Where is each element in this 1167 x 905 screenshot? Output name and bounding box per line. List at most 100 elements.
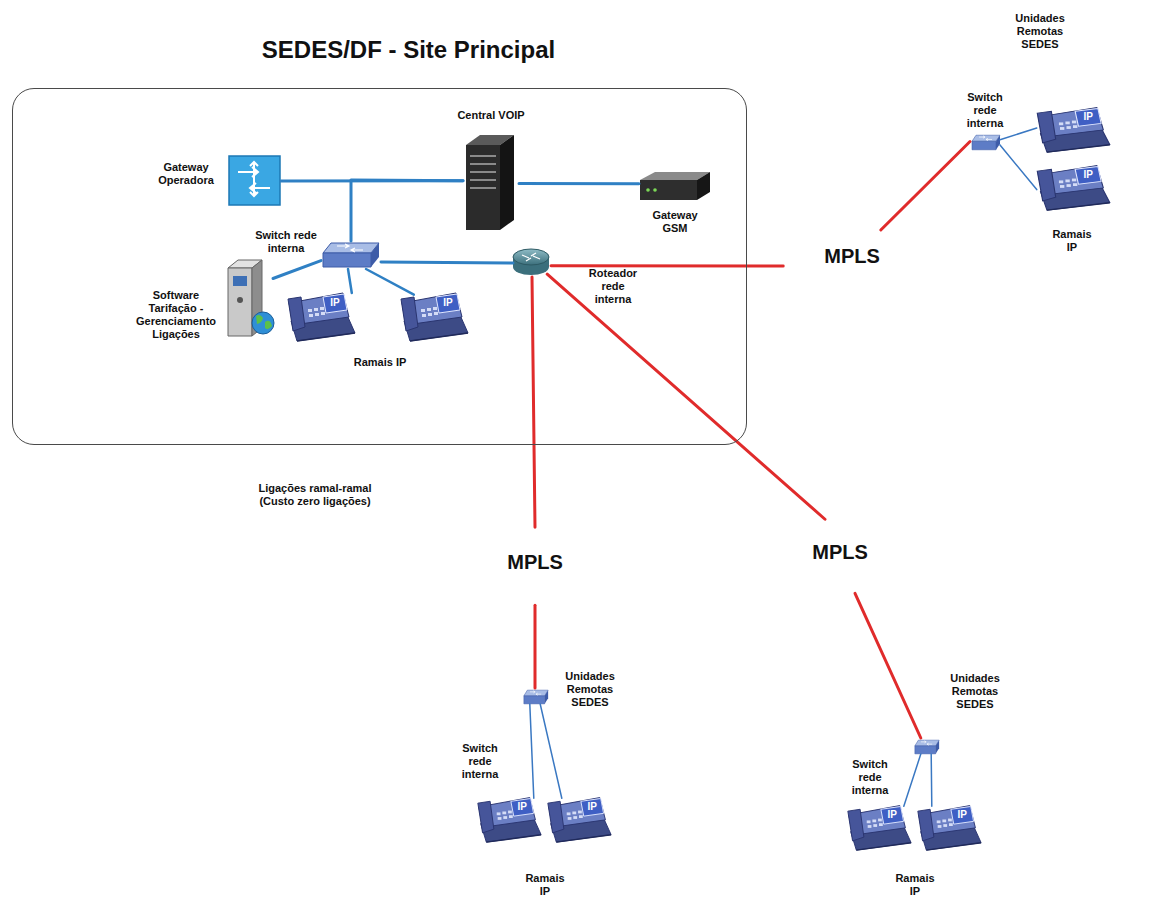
lan-link <box>348 269 414 295</box>
device-label: Roteador rede interna <box>583 267 643 306</box>
remote-unit: Switch rede internaRamais IPUnidades Rem… <box>800 745 1040 880</box>
switch-icon <box>524 690 548 704</box>
lan-link <box>519 182 639 185</box>
ip-phone-icon <box>548 798 611 843</box>
wan-link <box>547 274 825 519</box>
gateway-icon <box>229 156 280 205</box>
lan-link <box>530 704 562 798</box>
software-server-icon <box>228 260 274 336</box>
icon-part <box>500 135 514 230</box>
network-switch: Switch rede interna <box>522 688 548 704</box>
lan-link <box>273 261 321 279</box>
phone-screen-label: IP <box>511 799 533 815</box>
site-title: SEDES/DF - Site Principal <box>41 35 776 64</box>
device-label: Switch rede interna <box>253 229 319 255</box>
device-label: Central VOIP <box>431 109 551 122</box>
remote-unit-outline <box>800 745 1040 880</box>
lan-link <box>351 180 463 241</box>
icon-part <box>640 180 697 200</box>
lan-link <box>1000 128 1037 190</box>
icon-part <box>522 253 540 261</box>
ip-phone-icon <box>848 806 911 851</box>
icon-part <box>252 312 274 334</box>
wan-link <box>532 277 535 527</box>
wan-link <box>881 142 970 231</box>
remote-unit-ellipse <box>931 86 1161 219</box>
ip-phones: Ramais IP <box>845 800 985 852</box>
ip-phone-icon <box>288 293 355 341</box>
ip-phones: Ramais IP <box>1030 100 1114 212</box>
remote-unit-ellipse <box>416 716 664 864</box>
device-label: Switch rede interna <box>958 91 1012 130</box>
wan-link <box>551 264 783 267</box>
server-icon <box>466 135 514 230</box>
phone-screen-label: IP <box>951 807 973 823</box>
device-label: Gateway Operadora <box>151 161 221 187</box>
ip-phones: Ramais IP <box>475 792 615 844</box>
switch-icon <box>972 135 1000 150</box>
phone-screen-label: IP <box>1075 167 1101 183</box>
billing-server: Software Tarifação - Gerenciamento Ligaç… <box>223 259 273 337</box>
gsm-gateway-icon <box>640 172 710 200</box>
icon-part <box>256 315 272 329</box>
voip-server: Central VOIP <box>463 136 519 231</box>
mpls-cloud: MPLS <box>772 212 932 302</box>
icon-part <box>470 156 496 188</box>
wan-link <box>855 593 921 738</box>
device-label: Unidades Remotas SEDES <box>940 672 1010 711</box>
icon-part <box>228 268 252 336</box>
icon-part <box>233 276 247 286</box>
icon-part <box>513 249 549 265</box>
cloud-label: MPLS <box>772 244 932 268</box>
gateway-device: Gateway Operadora <box>229 156 281 206</box>
icon-part <box>238 162 270 196</box>
cloud-label: MPLS <box>455 550 615 574</box>
device-label: Ramais IP <box>522 872 568 898</box>
device-label: Unidades Remotas SEDES <box>555 670 625 709</box>
icon-part <box>237 297 243 303</box>
router: Roteador rede interna <box>513 249 551 277</box>
icon-part <box>697 172 710 200</box>
icon-part <box>653 188 657 192</box>
ip-phone-icon <box>1037 108 1110 153</box>
phone-screen-label: IP <box>581 799 603 815</box>
ip-phone-icon <box>918 806 981 851</box>
remote-unit: Switch rede internaRamais IPUnidades Rem… <box>415 715 665 865</box>
remote-unit-outline <box>415 715 665 865</box>
lan-link <box>381 262 513 263</box>
device-label: Unidades Remotas SEDES <box>1000 12 1080 51</box>
mpls-cloud: MPLS <box>455 515 615 610</box>
note-label: Ligações ramal-ramal (Custo zero ligaçõe… <box>255 482 375 508</box>
mpls-cloud: MPLS <box>765 505 915 600</box>
network-switch: Switch rede interna <box>970 133 1000 150</box>
switch-icon <box>915 740 939 754</box>
icon-part <box>646 188 650 192</box>
network-switch: Switch rede interna <box>913 738 939 754</box>
ip-phone-icon <box>1037 166 1110 211</box>
site-frame: Gateway Operadora Central VOIP Gateway GSM… <box>12 88 747 445</box>
remote-unit-outline <box>930 85 1162 220</box>
wan-link <box>534 605 537 688</box>
remote-unit-ellipse <box>801 746 1039 879</box>
device-label: Ramais IP <box>892 872 938 898</box>
device-label: Ramais IP <box>1049 228 1095 254</box>
icon-part <box>229 156 280 205</box>
device-label: Switch rede interna <box>845 758 895 797</box>
device-label: Software Tarifação - Gerenciamento Ligaç… <box>131 289 221 341</box>
router-icon <box>513 249 549 275</box>
phone-screen-label: IP <box>323 295 347 312</box>
device-label: Switch rede interna <box>455 742 505 781</box>
phone-screen-label: IP <box>1075 109 1101 125</box>
cloud-label: MPLS <box>765 540 915 564</box>
network-switch: Switch rede interna <box>321 241 381 269</box>
ip-phone-icon <box>478 798 541 843</box>
ip-phones: Ramais IP <box>286 286 474 344</box>
remote-unit: Switch rede internaRamais IPUnidades Rem… <box>930 85 1162 220</box>
ip-phone-icon <box>401 293 468 341</box>
device-label: Gateway GSM <box>645 209 705 235</box>
switch-icon <box>323 243 379 267</box>
phone-screen-label: IP <box>436 295 460 312</box>
